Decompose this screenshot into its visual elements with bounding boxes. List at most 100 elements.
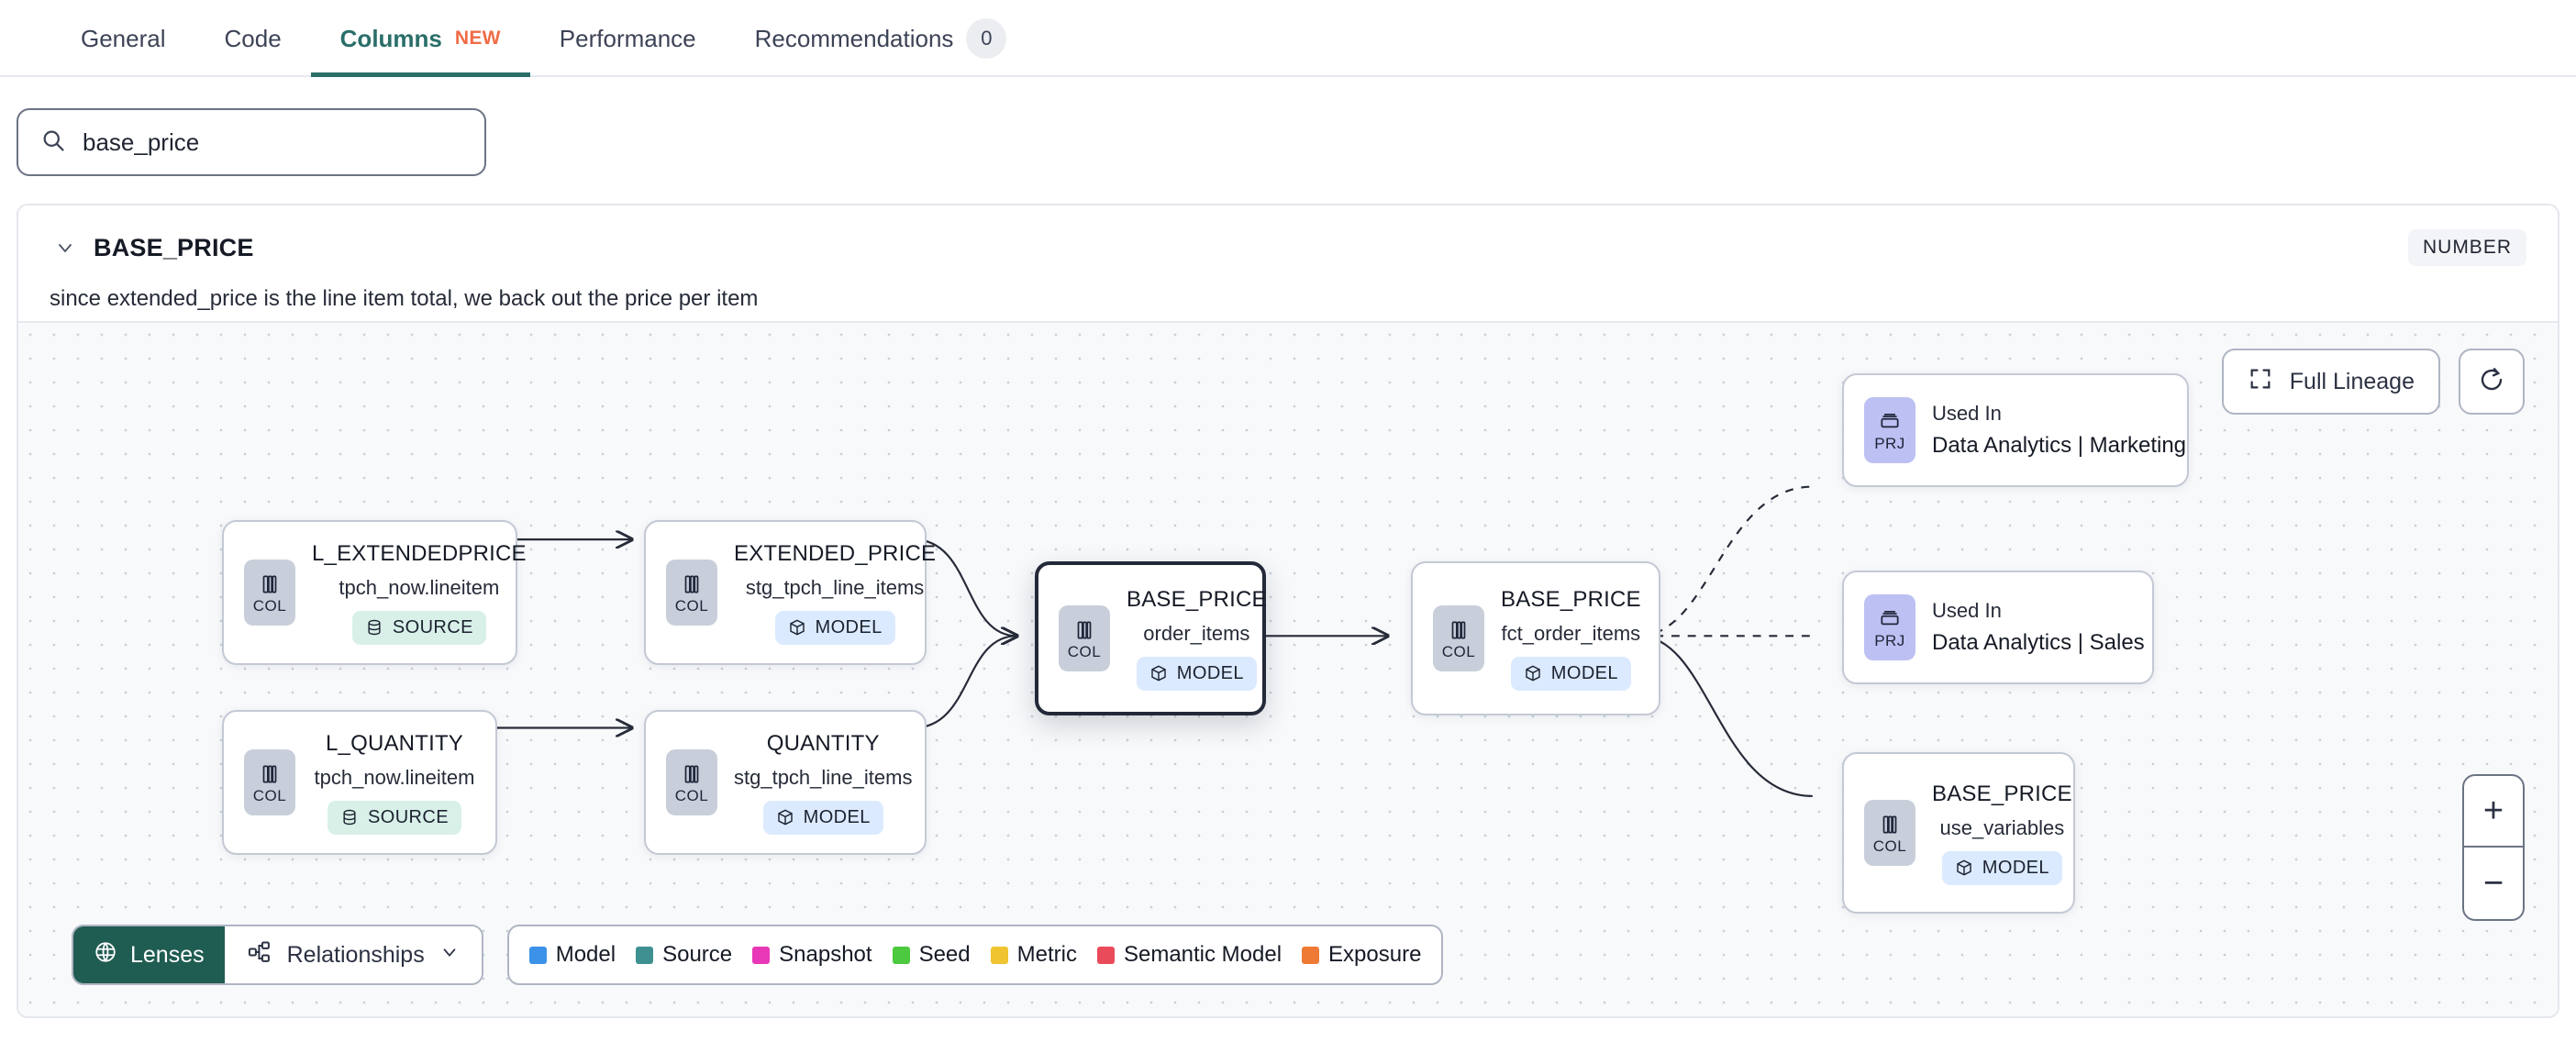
lineage-node-l-extendedprice[interactable]: COL L_EXTENDEDPRICE tpch_now.lineitem SO… bbox=[222, 520, 527, 665]
legend-swatch bbox=[636, 946, 654, 964]
node-name: QUANTITY bbox=[766, 730, 880, 756]
node-type-badge: COL bbox=[1433, 605, 1484, 671]
node-kind-label: MODEL bbox=[803, 806, 871, 827]
legend-swatch bbox=[892, 946, 910, 964]
node-type-label: PRJ bbox=[1874, 434, 1905, 452]
search-icon bbox=[40, 127, 66, 158]
node-body: BASE_PRICE fct_order_items MODEL bbox=[1484, 587, 1660, 691]
node-body: Used In Data Analytics | Marketing bbox=[1915, 402, 2204, 459]
node-kind-label: MODEL bbox=[1176, 662, 1244, 683]
tab-label: Code bbox=[224, 24, 282, 52]
lineage-node-base-price-order-items[interactable]: COL BASE_PRICE order_items MODEL bbox=[1035, 561, 1267, 715]
column-header: BASE_PRICE NUMBER bbox=[18, 205, 2558, 266]
zoom-out-button[interactable]: − bbox=[2482, 863, 2504, 903]
cube-icon bbox=[1151, 665, 1166, 682]
tab-general[interactable]: General bbox=[51, 0, 195, 77]
node-type-label: COL bbox=[1441, 642, 1476, 660]
node-type-label: COL bbox=[674, 786, 709, 804]
legend-item-source: Source bbox=[636, 942, 732, 968]
search-input[interactable] bbox=[83, 127, 462, 157]
tab-performance[interactable]: Performance bbox=[530, 0, 726, 77]
zoom-controls: + − bbox=[2462, 774, 2525, 921]
cube-icon bbox=[777, 809, 793, 826]
full-lineage-button[interactable]: Full Lineage bbox=[2221, 349, 2440, 415]
legend-label: Source bbox=[662, 942, 733, 967]
node-kind-badge: MODEL bbox=[762, 800, 883, 835]
zoom-in-button[interactable]: + bbox=[2464, 776, 2523, 848]
search-box[interactable] bbox=[17, 108, 486, 176]
node-body: L_QUANTITY tpch_now.lineitem SOURCE bbox=[295, 731, 495, 835]
lineage-node-quantity[interactable]: COL QUANTITY stg_tpch_line_items MODEL bbox=[644, 710, 927, 855]
node-subtitle: tpch_now.lineitem bbox=[314, 765, 475, 789]
database-icon bbox=[368, 619, 381, 636]
lineage-canvas[interactable]: COL L_EXTENDEDPRICE tpch_now.lineitem SO… bbox=[18, 321, 2558, 1016]
lineage-node-base-price-fct-order-items[interactable]: COL BASE_PRICE fct_order_items MODEL bbox=[1411, 561, 1660, 715]
lineage-node-l-quantity[interactable]: COL L_QUANTITY tpch_now.lineitem SOURCE bbox=[222, 710, 497, 855]
lineage-node-base-price-use-variables[interactable]: COL BASE_PRICE use_variables MODEL bbox=[1842, 752, 2075, 914]
project-icon bbox=[1881, 610, 1899, 625]
column-icon bbox=[684, 764, 699, 783]
node-subtitle: stg_tpch_line_items bbox=[734, 765, 913, 789]
legend-item-exposure: Exposure bbox=[1302, 942, 1421, 968]
column-icon bbox=[262, 764, 277, 783]
refresh-button[interactable] bbox=[2459, 349, 2525, 415]
tab-label: Recommendations bbox=[754, 24, 954, 52]
tab-recommendations[interactable]: Recommendations 0 bbox=[726, 0, 1037, 77]
node-type-badge: COL bbox=[244, 749, 295, 815]
node-type-badge: COL bbox=[1059, 605, 1110, 671]
tab-code[interactable]: Code bbox=[195, 0, 311, 77]
legend-swatch bbox=[752, 946, 771, 964]
tab-columns[interactable]: Columns NEW bbox=[310, 0, 530, 77]
node-type-badge: PRJ bbox=[1864, 594, 1915, 660]
node-subtitle: stg_tpch_line_items bbox=[745, 575, 925, 599]
used-in-label: Used In bbox=[1932, 402, 2002, 425]
column-description: since extended_price is the line item to… bbox=[50, 286, 759, 311]
cube-icon bbox=[1526, 665, 1540, 682]
legend-swatch bbox=[528, 946, 547, 964]
chevron-down-icon bbox=[439, 942, 460, 969]
legend-item-metric: Metric bbox=[990, 942, 1077, 968]
node-kind-badge: MODEL bbox=[1510, 656, 1631, 691]
node-kind-label: MODEL bbox=[815, 616, 883, 637]
lenses-button[interactable]: Lenses bbox=[73, 926, 225, 983]
database-icon bbox=[343, 809, 356, 826]
used-in-label: Used In bbox=[1932, 599, 2002, 622]
node-type-badge: COL bbox=[666, 749, 717, 815]
tab-label: Columns bbox=[339, 24, 442, 52]
node-type-legend: Model Source Snapshot Seed Metric bbox=[506, 925, 1444, 985]
project-name: Data Analytics | Sales bbox=[1932, 630, 2145, 655]
lineage-node-project-marketing[interactable]: PRJ Used In Data Analytics | Marketing bbox=[1842, 373, 2189, 487]
node-name: EXTENDED_PRICE bbox=[734, 540, 937, 566]
lenses-label: Lenses bbox=[130, 941, 205, 968]
legend-item-snapshot: Snapshot bbox=[752, 942, 872, 968]
node-type-label: COL bbox=[674, 596, 709, 615]
node-name: BASE_PRICE bbox=[1932, 781, 2072, 806]
legend-label: Exposure bbox=[1328, 942, 1422, 967]
legend-label: Semantic Model bbox=[1123, 942, 1282, 967]
node-subtitle: use_variables bbox=[1939, 815, 2065, 839]
node-name: BASE_PRICE bbox=[1127, 586, 1267, 612]
node-type-label: COL bbox=[252, 596, 287, 615]
relationships-dropdown[interactable]: Relationships bbox=[224, 926, 482, 983]
legend-label: Snapshot bbox=[779, 942, 872, 967]
node-kind-badge: MODEL bbox=[774, 610, 895, 645]
lineage-node-extended-price[interactable]: COL EXTENDED_PRICE stg_tpch_line_items M… bbox=[644, 520, 936, 665]
lineage-node-project-sales[interactable]: PRJ Used In Data Analytics | Sales bbox=[1842, 571, 2154, 684]
node-type-badge: PRJ bbox=[1864, 397, 1915, 463]
legend-swatch bbox=[990, 946, 1008, 964]
new-badge: NEW bbox=[454, 28, 501, 49]
tab-label: General bbox=[81, 24, 166, 52]
column-icon bbox=[1882, 815, 1897, 834]
node-type-label: COL bbox=[1067, 642, 1102, 660]
node-type-label: COL bbox=[252, 786, 287, 804]
relationships-label: Relationships bbox=[286, 941, 425, 968]
column-type-badge: NUMBER bbox=[2407, 229, 2526, 266]
legend-label: Seed bbox=[918, 942, 971, 967]
chevron-down-icon[interactable] bbox=[50, 232, 81, 263]
node-subtitle: fct_order_items bbox=[1501, 621, 1641, 645]
legend-label: Metric bbox=[1016, 942, 1077, 967]
node-kind-label: SOURCE bbox=[368, 806, 449, 827]
legend-item-seed: Seed bbox=[892, 942, 971, 968]
node-kind-badge: MODEL bbox=[1941, 850, 2062, 885]
node-body: QUANTITY stg_tpch_line_items MODEL bbox=[717, 731, 930, 835]
